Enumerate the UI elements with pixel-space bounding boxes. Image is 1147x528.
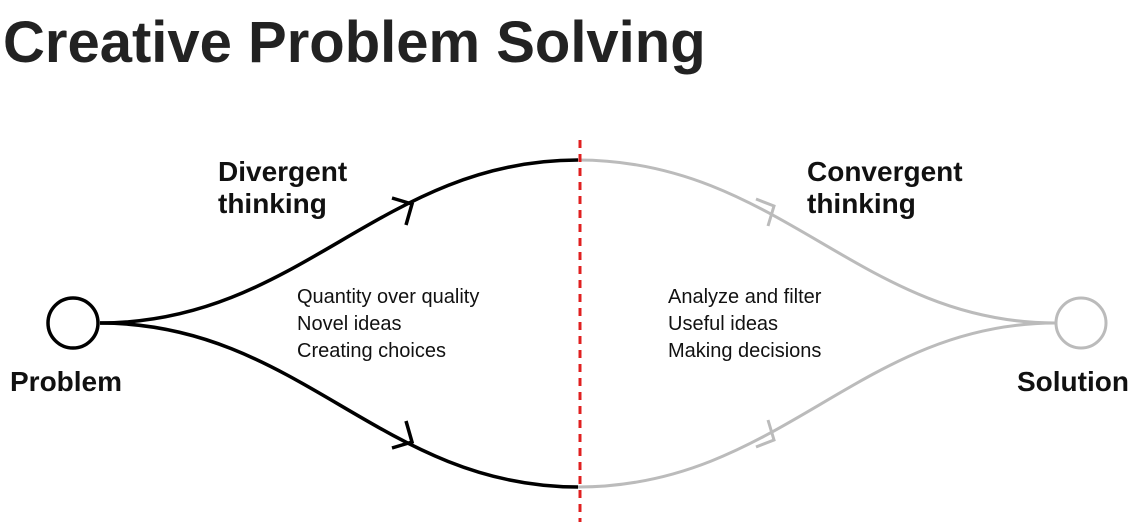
convergent-point: Making decisions (668, 340, 821, 362)
arrow-icon (391, 420, 415, 450)
convergent-point: Useful ideas (668, 313, 778, 335)
divergent-point: Quantity over quality (297, 286, 479, 308)
solution-label: Solution (1017, 366, 1129, 397)
convergent-label-line1: Convergent (807, 156, 963, 187)
problem-node (46, 296, 100, 350)
convergent-path-lower (577, 321, 1056, 489)
arrow-icon (755, 419, 776, 449)
divergent-point: Creating choices (297, 340, 446, 362)
problem-label: Problem (10, 366, 122, 397)
divergent-label-line2: thinking (218, 188, 327, 219)
divergent-label-line1: Divergent (218, 156, 347, 187)
convergent-label-line2: thinking (807, 188, 916, 219)
divergent-path-lower (99, 321, 579, 489)
convergent-point: Analyze and filter (668, 286, 822, 308)
arrow-icon (755, 197, 776, 227)
solution-node (1054, 296, 1108, 350)
divergent-path-upper (99, 158, 579, 325)
arrow-icon (391, 196, 415, 226)
convergent-path-upper (577, 158, 1056, 325)
diagram-title: Creative Problem Solving (3, 10, 706, 75)
divergent-point: Novel ideas (297, 313, 402, 335)
